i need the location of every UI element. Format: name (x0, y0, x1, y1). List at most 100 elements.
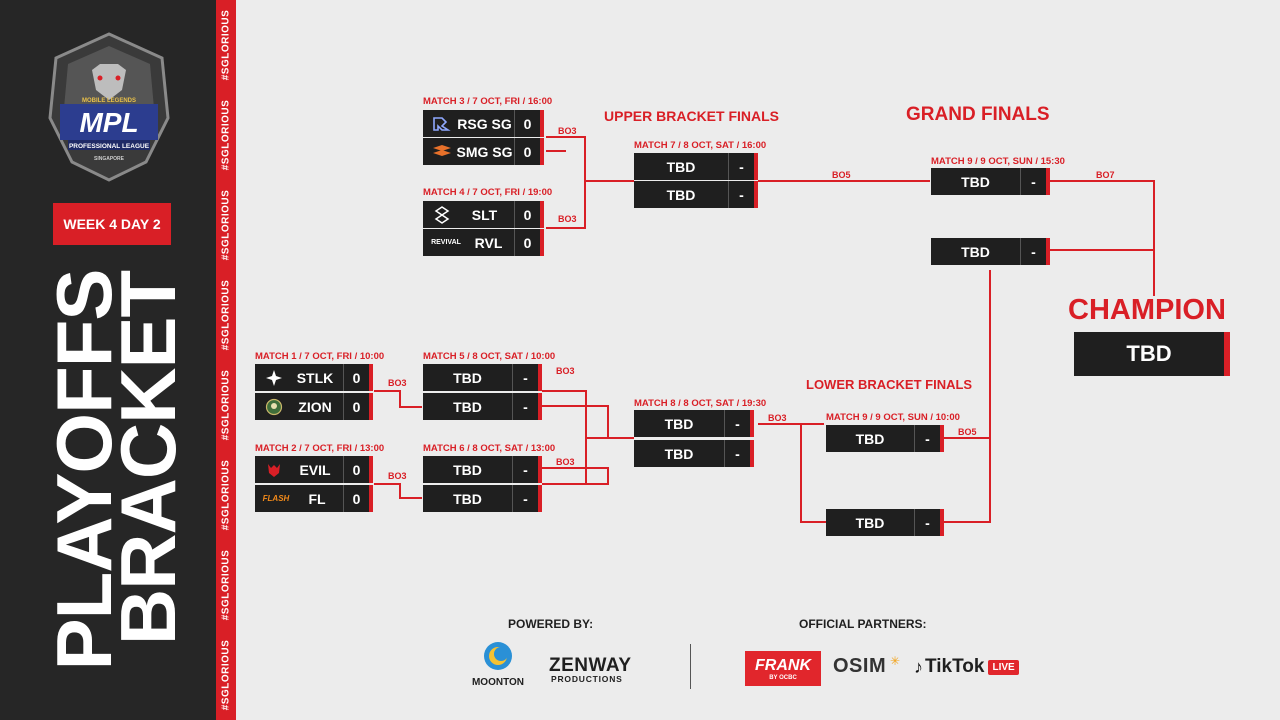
team-score: - (512, 393, 538, 420)
footer-divider (690, 644, 691, 689)
team-slot-tbd[interactable]: TBD - (423, 485, 542, 512)
team-slot-tbd[interactable]: TBD - (931, 238, 1050, 265)
team-score: - (728, 153, 754, 180)
team-slot-rvl[interactable]: REVIVAL RVL 0 (423, 229, 544, 256)
left-panel: MOBILE LEGENDS MPL PROFESSIONAL LEAGUE S… (0, 0, 216, 720)
hashtag: #SGLORIOUS (220, 189, 232, 261)
team-score: - (914, 425, 940, 452)
team-score: 0 (343, 393, 369, 420)
title-bracket: BRACKET (104, 270, 192, 646)
official-partners-label: OFFICIAL PARTNERS: (799, 617, 927, 631)
team-name: TBD (453, 369, 482, 386)
team-slot-tbd[interactable]: TBD - (634, 440, 754, 467)
hashtag: #SGLORIOUS (220, 99, 232, 171)
team-slot-slt[interactable]: SLT 0 (423, 201, 544, 228)
upper-finals-title: UPPER BRACKET FINALS (604, 108, 780, 124)
team-slot-smg[interactable]: SMG SG 0 (423, 138, 544, 165)
match-label: MATCH 2 / 7 OCT, FRI / 13:00 (255, 443, 385, 454)
match-format: BO3 (558, 126, 577, 136)
champion-title: CHAMPION (1068, 294, 1226, 326)
team-name: TBD (666, 158, 696, 175)
match-label: MATCH 7 / 8 OCT, SAT / 16:00 (634, 140, 767, 151)
team-slot-stlk[interactable]: STLK 0 (255, 364, 373, 391)
match-label: MATCH 4 / 7 OCT, FRI / 19:00 (423, 187, 553, 198)
tiktok-note-icon: ♪ (914, 656, 923, 677)
team-name: TBD (664, 445, 694, 462)
team-name: TBD (453, 461, 482, 478)
zenway-logo: ZENWAY (549, 655, 632, 676)
team-score: - (1020, 168, 1046, 195)
team-score: 0 (343, 485, 369, 512)
match-label: MATCH 9 / 9 OCT, SUN / 15:30 (931, 156, 1065, 167)
team-name: TBD (666, 186, 696, 203)
team-score: - (512, 364, 538, 391)
team-score: 0 (343, 456, 369, 483)
match-format: BO3 (768, 413, 787, 423)
tiktok-logo: ♪ TikTok LIVE (914, 655, 1019, 679)
revival-logo-icon: REVIVAL (431, 239, 461, 246)
team-slot-zion[interactable]: ZION 0 (255, 393, 373, 420)
team-score: 0 (514, 110, 540, 137)
moonton-icon (484, 642, 512, 670)
team-slot-tbd[interactable]: TBD - (634, 410, 754, 437)
team-name: STLK (296, 369, 334, 386)
svg-text:MOBILE LEGENDS: MOBILE LEGENDS (82, 98, 136, 104)
team-slot-rsg[interactable]: RSG SG 0 (423, 110, 544, 137)
frank-text: FRANK (755, 656, 811, 674)
match-format: BO7 (1096, 170, 1115, 180)
evil-logo-icon (261, 460, 287, 480)
match-format: BO3 (388, 378, 407, 388)
team-name: FL (308, 490, 326, 507)
team-name: TBD (961, 243, 990, 260)
match-label: MATCH 3 / 7 OCT, FRI / 16:00 (423, 96, 553, 107)
team-slot-tbd[interactable]: TBD - (826, 509, 944, 536)
team-slot-tbd[interactable]: TBD - (423, 393, 542, 420)
hashtag: #SGLORIOUS (220, 369, 232, 441)
champion-slot: TBD (1074, 332, 1230, 376)
match-label: MATCH 9 / 9 OCT, SUN / 10:00 (826, 412, 960, 423)
week-badge: WEEK 4 DAY 2 (53, 203, 171, 245)
osim-flower-icon: ✳ (890, 654, 901, 668)
frank-logo: FRANK BY OCBC (745, 651, 821, 686)
moonton-logo: MOONTON (466, 640, 530, 690)
team-slot-tbd[interactable]: TBD - (634, 181, 758, 208)
hashtag-strip: #SGLORIOUS #SGLORIOUS #SGLORIOUS #SGLORI… (216, 0, 236, 720)
team-slot-tbd[interactable]: TBD - (423, 456, 542, 483)
hashtag: #SGLORIOUS (220, 549, 232, 621)
match-format: BO3 (556, 366, 575, 376)
team-name: EVIL (299, 461, 331, 478)
hashtag: #SGLORIOUS (220, 639, 232, 711)
match-format: BO5 (832, 170, 851, 180)
team-slot-tbd[interactable]: TBD - (634, 153, 758, 180)
moonton-text: MOONTON (471, 677, 525, 688)
team-name: SLT (471, 206, 498, 223)
svg-text:SINGAPORE: SINGAPORE (94, 156, 125, 162)
team-name: TBD (453, 490, 482, 507)
team-slot-tbd[interactable]: TBD - (423, 364, 542, 391)
team-score: - (512, 485, 538, 512)
team-score: 0 (514, 138, 540, 165)
hashtag: #SGLORIOUS (220, 459, 232, 531)
stlk-logo-icon (261, 368, 287, 388)
team-score: - (1020, 238, 1046, 265)
rsg-logo-icon (429, 114, 455, 134)
team-slot-tbd[interactable]: TBD - (931, 168, 1050, 195)
hashtag: #SGLORIOUS (220, 9, 232, 81)
team-name: TBD (855, 430, 885, 447)
bracket: UPPER BRACKET FINALS GRAND FINALS LOWER … (236, 0, 1280, 720)
match-format: BO5 (958, 427, 977, 437)
lower-finals-title: LOWER BRACKET FINALS (806, 377, 973, 392)
hashtag: #SGLORIOUS (220, 279, 232, 351)
team-name: TBD (453, 398, 482, 415)
team-score: 0 (514, 201, 540, 228)
match-label: MATCH 1 / 7 OCT, FRI / 10:00 (255, 351, 385, 362)
zenway-sub: PRODUCTIONS (551, 674, 623, 684)
team-slot-tbd[interactable]: TBD - (826, 425, 944, 452)
mpl-logo: MOBILE LEGENDS MPL PROFESSIONAL LEAGUE S… (48, 32, 170, 182)
team-score: - (724, 440, 750, 467)
team-score: - (914, 509, 940, 536)
smg-logo-icon (429, 142, 455, 162)
team-slot-evil[interactable]: EVIL 0 (255, 456, 373, 483)
zion-logo-icon (261, 397, 287, 417)
team-slot-fl[interactable]: FLASH FL 0 (255, 485, 373, 512)
